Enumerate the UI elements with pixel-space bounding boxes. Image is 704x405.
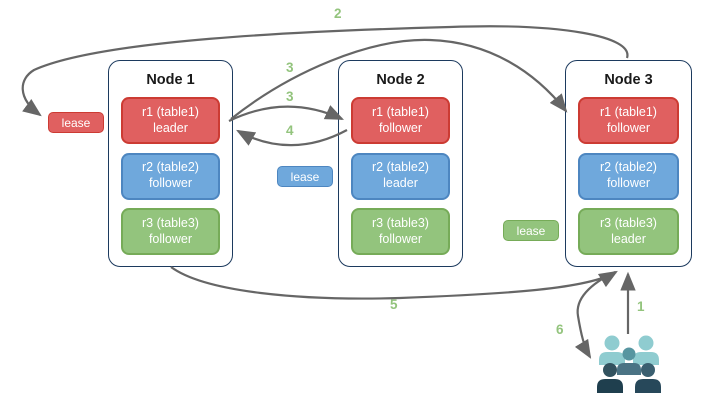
node-2-title: Node 2 — [376, 72, 425, 88]
node-3-replica-r1: r1 (table1) follower — [578, 97, 679, 144]
node-1-replica-r3: r3 (table3) follower — [121, 208, 220, 255]
node-2-replica-r1: r1 (table1) follower — [351, 97, 450, 144]
step-label-5: 5 — [390, 297, 398, 312]
replica-name: r1 (table1) — [600, 104, 657, 119]
replica-name: r2 (table2) — [600, 160, 657, 175]
replica-role: follower — [378, 231, 423, 246]
node-1: Node 1 r1 (table1) leader r2 (table2) fo… — [108, 60, 233, 267]
step-label-3b: 3 — [286, 89, 294, 104]
user-figure-front-right — [635, 363, 661, 393]
replica-role: follower — [378, 120, 423, 135]
replica-role: follower — [606, 176, 651, 190]
replica-name: r2 (table2) — [372, 160, 429, 175]
node-3-replica-r3: r3 (table3) leader — [578, 208, 679, 255]
node-3-replica-r2: r2 (table2) follower — [578, 152, 679, 200]
step-label-2: 2 — [334, 6, 342, 21]
replica-role: follower — [148, 231, 193, 246]
arrow-step3-replicate-to-node2 — [228, 105, 344, 122]
lease-badge-table2: lease — [277, 166, 333, 187]
node-2: Node 2 r1 (table1) follower r2 (table2) … — [338, 60, 463, 267]
replica-role: follower — [606, 120, 651, 135]
replica-name: r2 (table2) — [142, 160, 199, 175]
user-figure-middle — [617, 347, 641, 375]
replica-name: r3 (table3) — [600, 215, 657, 230]
node-2-replica-r3: r3 (table3) follower — [351, 208, 450, 255]
step-label-4: 4 — [286, 123, 294, 138]
node-3-title: Node 3 — [604, 72, 653, 88]
replica-name: r3 (table3) — [142, 215, 199, 230]
replica-name: r1 (table1) — [142, 104, 199, 119]
node-1-title: Node 1 — [146, 72, 195, 88]
replica-name: r1 (table1) — [372, 104, 429, 119]
replica-role: leader — [611, 231, 646, 246]
replica-role: follower — [148, 176, 193, 190]
step-label-6: 6 — [556, 322, 564, 337]
user-figure-back-left — [599, 335, 625, 365]
node-1-replica-r1: r1 (table1) leader — [121, 97, 220, 144]
user-figure-front-left — [597, 363, 623, 393]
step-label-3a: 3 — [286, 60, 294, 75]
node-1-replica-r2: r2 (table2) follower — [121, 152, 220, 200]
node-2-replica-r2: r2 (table2) leader — [351, 152, 450, 200]
users-icon — [597, 335, 661, 393]
node-3: Node 3 r1 (table1) follower r2 (table2) … — [565, 60, 692, 267]
lease-badge-table1: lease — [48, 112, 104, 133]
replica-role: leader — [383, 176, 418, 190]
replica-name: r3 (table3) — [372, 215, 429, 230]
arrow-step5-response-to-node3 — [170, 266, 618, 300]
user-figure-back-right — [633, 335, 659, 365]
lease-badge-table3: lease — [503, 220, 559, 241]
replica-role: leader — [153, 120, 188, 135]
step-label-1: 1 — [637, 299, 645, 314]
